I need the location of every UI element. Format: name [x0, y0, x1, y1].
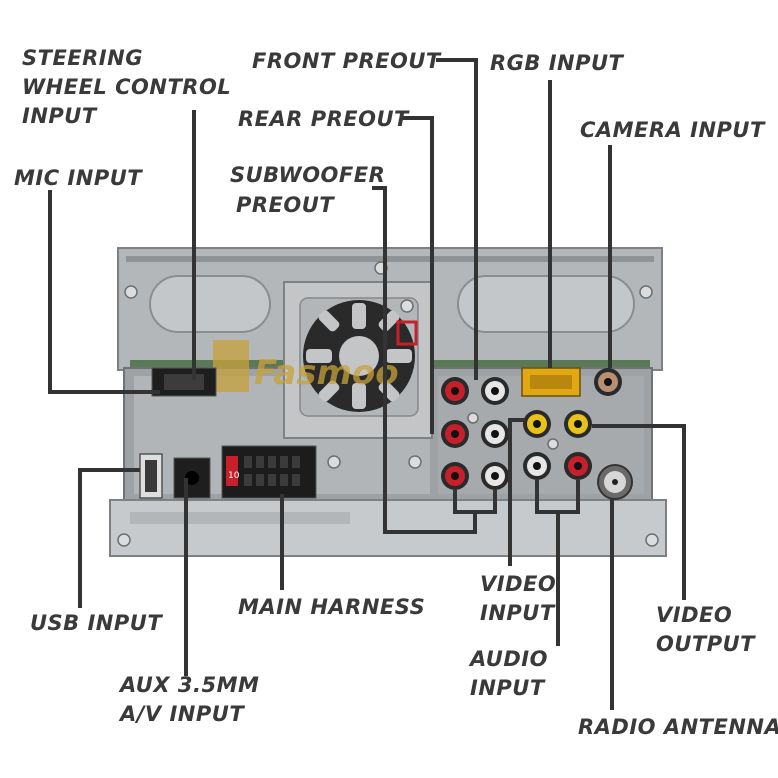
label-rgb-input: RGB INPUT — [490, 51, 624, 75]
rca-front-white — [481, 377, 509, 405]
leader-video-input — [508, 418, 525, 566]
label-usb-input: USB INPUT — [30, 611, 163, 635]
leader-usb — [78, 468, 140, 608]
label-mic-input: MIC INPUT — [14, 166, 143, 190]
label-audio-input-line1: AUDIO — [470, 647, 548, 671]
rca-jacks-preout — [441, 377, 509, 490]
leader-rear-preout — [402, 116, 434, 434]
usb-port — [139, 453, 163, 499]
rca-video-output-yellow — [564, 410, 592, 438]
label-subwoofer-line1: SUBWOOFER — [230, 163, 386, 187]
steering-wheel-control-jack — [151, 367, 217, 397]
label-video-output-line2: OUTPUT — [656, 632, 755, 656]
label-radio-antenna: RADIO ANTENNA — [578, 715, 778, 739]
leader-subwoofer-2 — [475, 490, 497, 514]
label-steering-wheel-control-line1: STEERING — [22, 46, 143, 70]
rca-jacks-av — [523, 368, 622, 480]
label-subwoofer-line2: PREOUT — [236, 193, 335, 217]
leader-video-output — [592, 424, 686, 600]
leader-audio-input-2 — [558, 480, 580, 514]
label-main-harness: MAIN HARNESS — [238, 595, 426, 619]
label-steering-wheel-control-line3: INPUT — [22, 104, 97, 128]
leader-subwoofer — [372, 186, 477, 534]
rca-video-input-yellow — [523, 410, 551, 438]
leader-lines — [48, 58, 686, 710]
rca-audio-input-white — [523, 452, 551, 480]
label-steering-wheel-control-line2: WHEEL CONTROL — [22, 75, 232, 99]
cooling-fan — [283, 281, 433, 439]
rca-camera-input — [594, 368, 622, 396]
label-audio-input-line2: INPUT — [470, 676, 545, 700]
label-front-preout: FRONT PREOUT — [252, 49, 441, 73]
rca-audio-input-red — [564, 452, 592, 480]
label-camera-input: CAMERA INPUT — [580, 118, 765, 142]
main-harness-connector: 10 — [221, 445, 317, 499]
label-aux-line1: AUX 3.5MM — [120, 673, 260, 697]
label-video-input-line1: VIDEO — [480, 572, 557, 596]
leader-front-preout — [436, 58, 478, 380]
label-rear-preout: REAR PREOUT — [238, 107, 409, 131]
label-video-output-line1: VIDEO — [656, 603, 733, 627]
rca-sub-red — [441, 462, 469, 490]
label-aux-line2: A/V INPUT — [120, 702, 245, 726]
rgb-connector — [521, 367, 581, 397]
label-video-input-line2: INPUT — [480, 601, 555, 625]
fuse-label: 10 — [228, 471, 240, 481]
rca-front-red — [441, 377, 469, 405]
aux-jack — [173, 457, 211, 499]
leader-audio-input — [535, 480, 560, 646]
watermark-text: Fasmoo — [254, 353, 399, 393]
watermark: Fasmoo — [213, 340, 399, 393]
rca-sub-white — [481, 462, 509, 490]
rca-rear-white — [481, 420, 509, 448]
radio-antenna-jack — [597, 464, 633, 500]
leader-mic — [48, 190, 160, 394]
rca-rear-red — [441, 420, 469, 448]
